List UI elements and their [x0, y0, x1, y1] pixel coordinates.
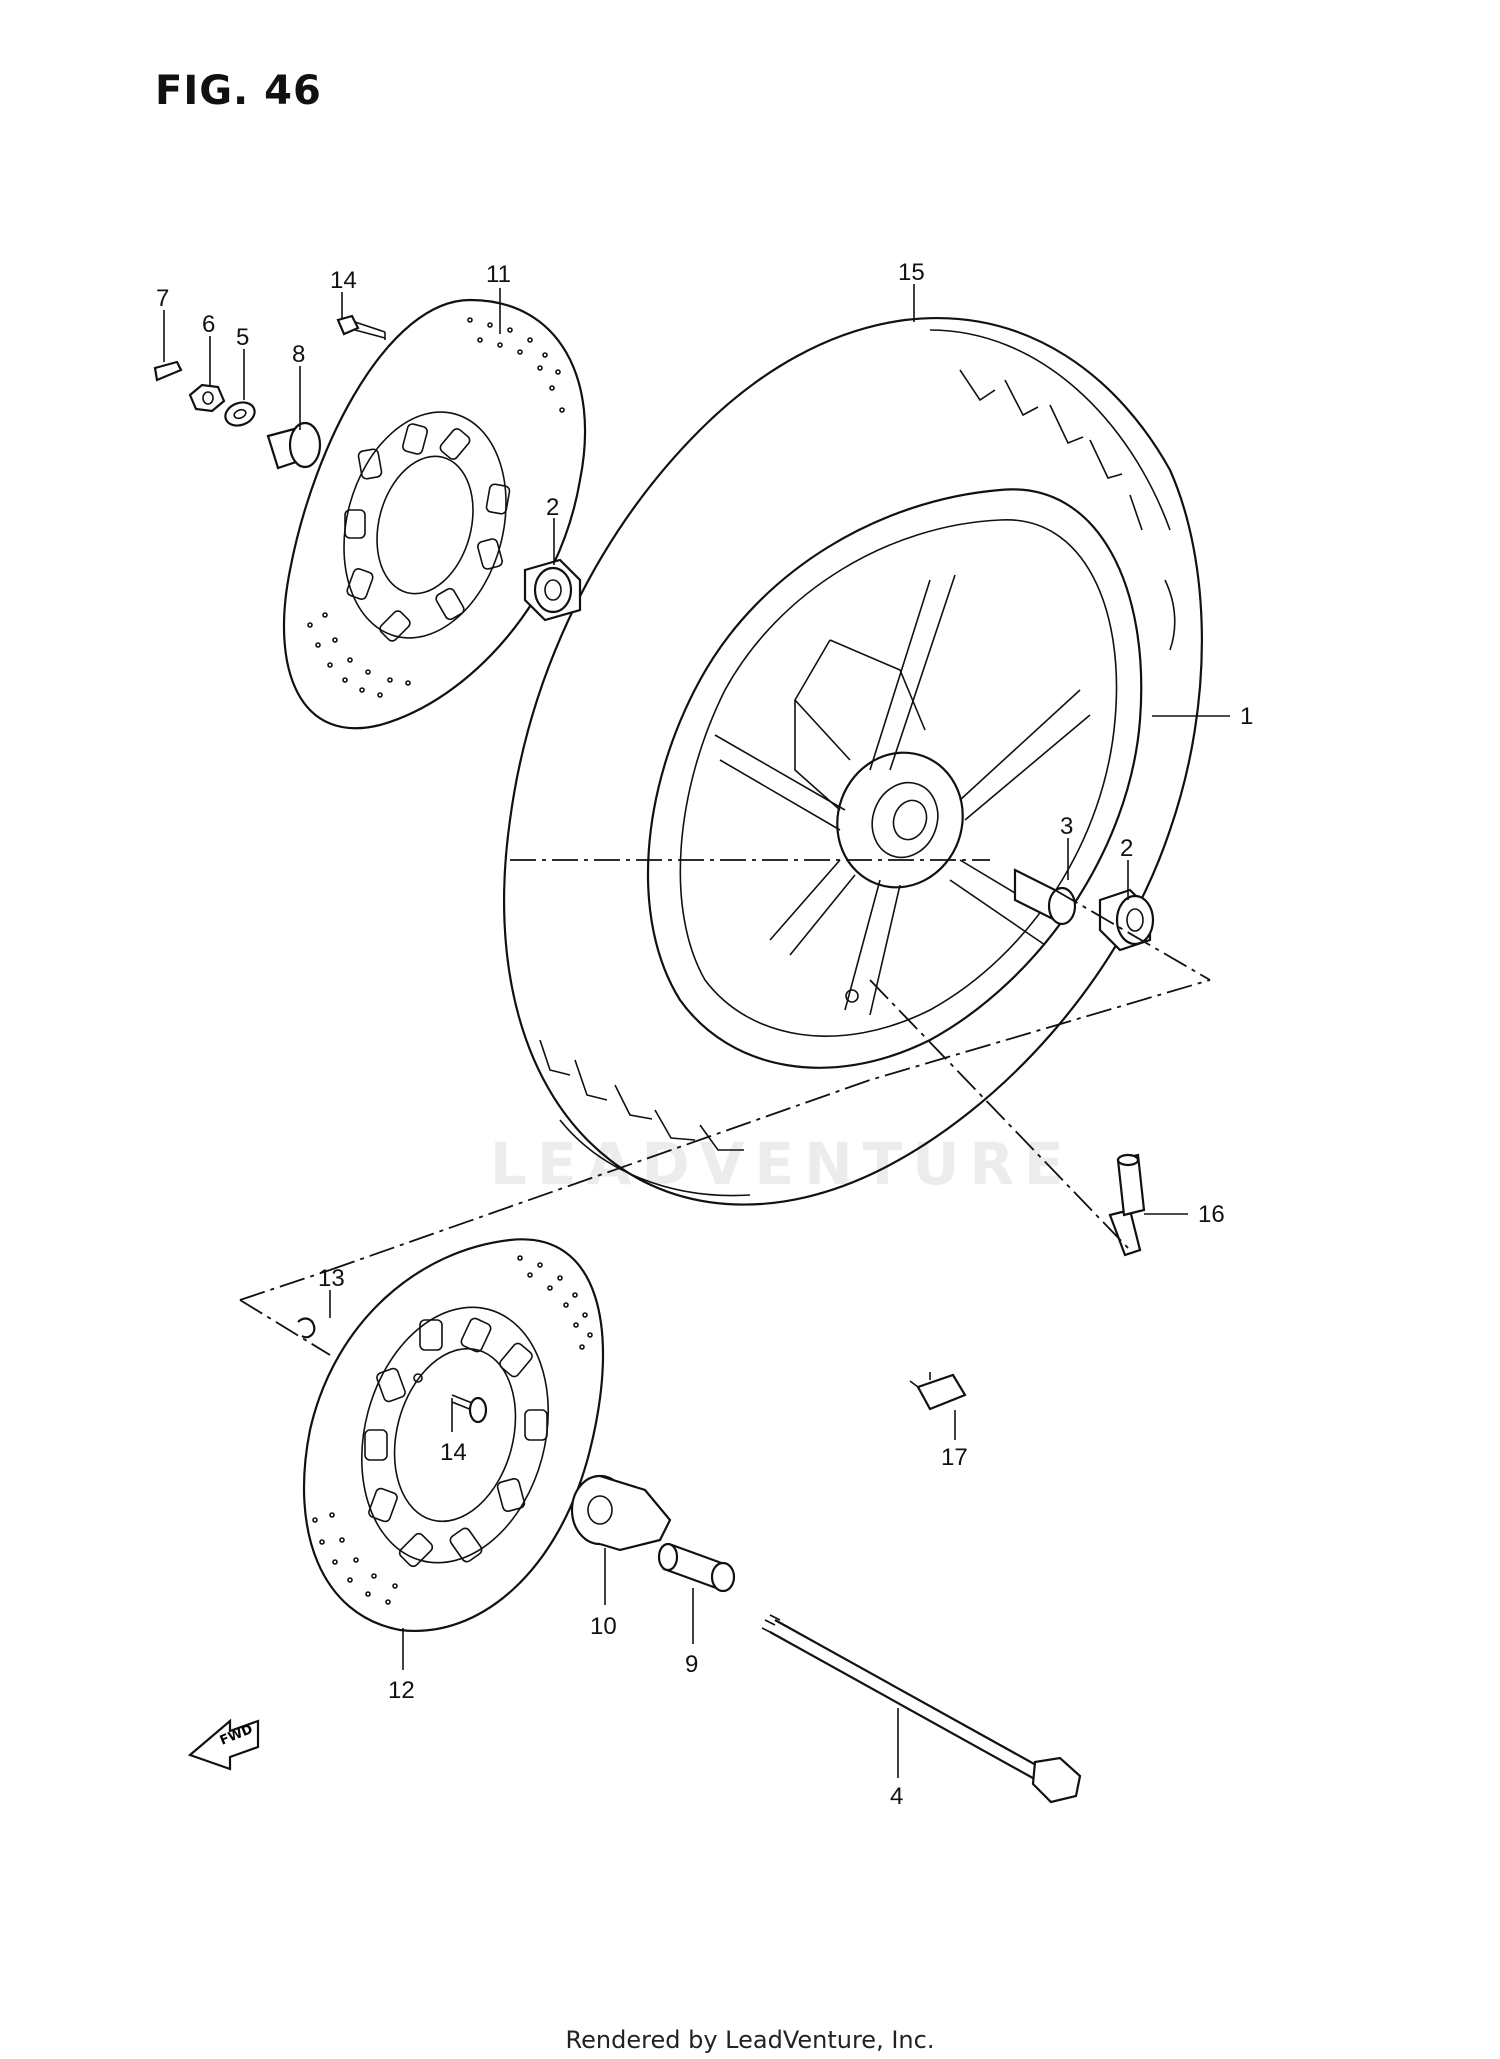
balancer-17: [909, 1372, 967, 1411]
callout-13: 13: [318, 1265, 345, 1292]
assembly-lines: [239, 859, 1211, 1356]
spacer-9: [657, 1542, 736, 1593]
footer-credit: Rendered by LeadVenture, Inc.: [565, 2026, 935, 2054]
disc-12-holes: [312, 1255, 593, 1605]
callout-17: 17: [941, 1444, 968, 1471]
callout-16: 16: [1198, 1201, 1225, 1228]
tire-outline: [502, 317, 1203, 1206]
valve-16: [1108, 1153, 1146, 1257]
callout-11: 11: [486, 261, 511, 288]
figure-title: FIG. 46: [155, 68, 322, 114]
disc-11-cutouts: [344, 423, 511, 642]
callout-2-left: 2: [546, 494, 559, 521]
callout-8: 8: [292, 341, 305, 368]
fwd-arrow-icon: FWD: [187, 1718, 260, 1771]
callout-9: 9: [685, 1651, 698, 1678]
callout-7: 7: [156, 285, 169, 312]
callout-14-upper: 14: [330, 267, 357, 294]
callout-12: 12: [388, 1677, 415, 1704]
callout-4: 4: [890, 1783, 903, 1810]
cotter-pin-7: [153, 360, 183, 382]
nut-6: [188, 383, 226, 413]
leader-lines: [163, 284, 1230, 1778]
spacer-3: [1013, 868, 1077, 926]
wheel-rim: [646, 488, 1143, 1069]
brake-disc-12: [302, 1238, 605, 1633]
brake-disc-11: [282, 298, 587, 730]
callout-15: 15: [898, 259, 925, 286]
callout-3: 3: [1060, 813, 1073, 840]
callout-numbers: 1 2 2 3 4 5 6 7 8 9 10 11 12 13 14 14 15…: [156, 259, 1253, 1810]
bolt-14-lower: [451, 1394, 488, 1424]
collar-8: [266, 421, 322, 470]
callout-1: 1: [1240, 703, 1253, 730]
callout-2-right: 2: [1120, 835, 1133, 862]
axle-4: [761, 1614, 1082, 1804]
speedometer-gearbox-10: [570, 1474, 672, 1552]
bolt-14-upper: [336, 314, 386, 340]
bearing-2-left: [523, 558, 582, 622]
callout-14-lower: 14: [440, 1439, 467, 1466]
clip-13: [297, 1317, 316, 1339]
wheel-assembly: [502, 317, 1203, 1411]
washer-5: [224, 401, 256, 427]
watermark: LEADVENTURE: [490, 1130, 1074, 1198]
disc-12-cutouts: [364, 1317, 548, 1568]
callout-5: 5: [236, 324, 249, 351]
callout-6: 6: [202, 311, 215, 338]
callout-10: 10: [590, 1613, 617, 1640]
bearing-2-right: [1098, 888, 1155, 952]
disc-11-holes: [307, 317, 565, 698]
